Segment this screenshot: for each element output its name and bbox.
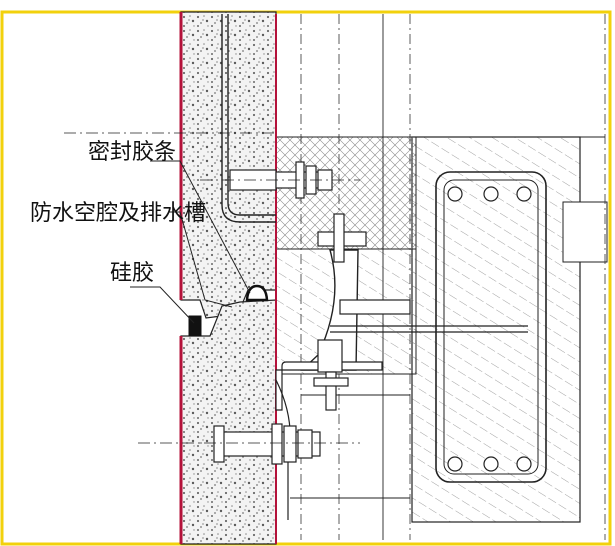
leader-lines (130, 160, 251, 324)
through-bolt (213, 423, 321, 465)
bolt-center-lines (64, 132, 360, 444)
label-waterproof-cavity: 防水空腔及排水槽 (30, 201, 206, 226)
label-silicone: 硅胶 (110, 261, 154, 286)
wall-panel-lower (179, 299, 277, 545)
rebar-bottom-row (447, 456, 532, 472)
rebar-top-row (447, 186, 532, 202)
label-sealing-strip: 密封胶条 (88, 140, 176, 165)
sealing-gasket (245, 284, 269, 302)
steel-bracket (300, 213, 528, 371)
thin-guide-lines (276, 14, 605, 540)
lower-angle-bracket (275, 339, 383, 520)
concrete-beam (411, 136, 608, 523)
